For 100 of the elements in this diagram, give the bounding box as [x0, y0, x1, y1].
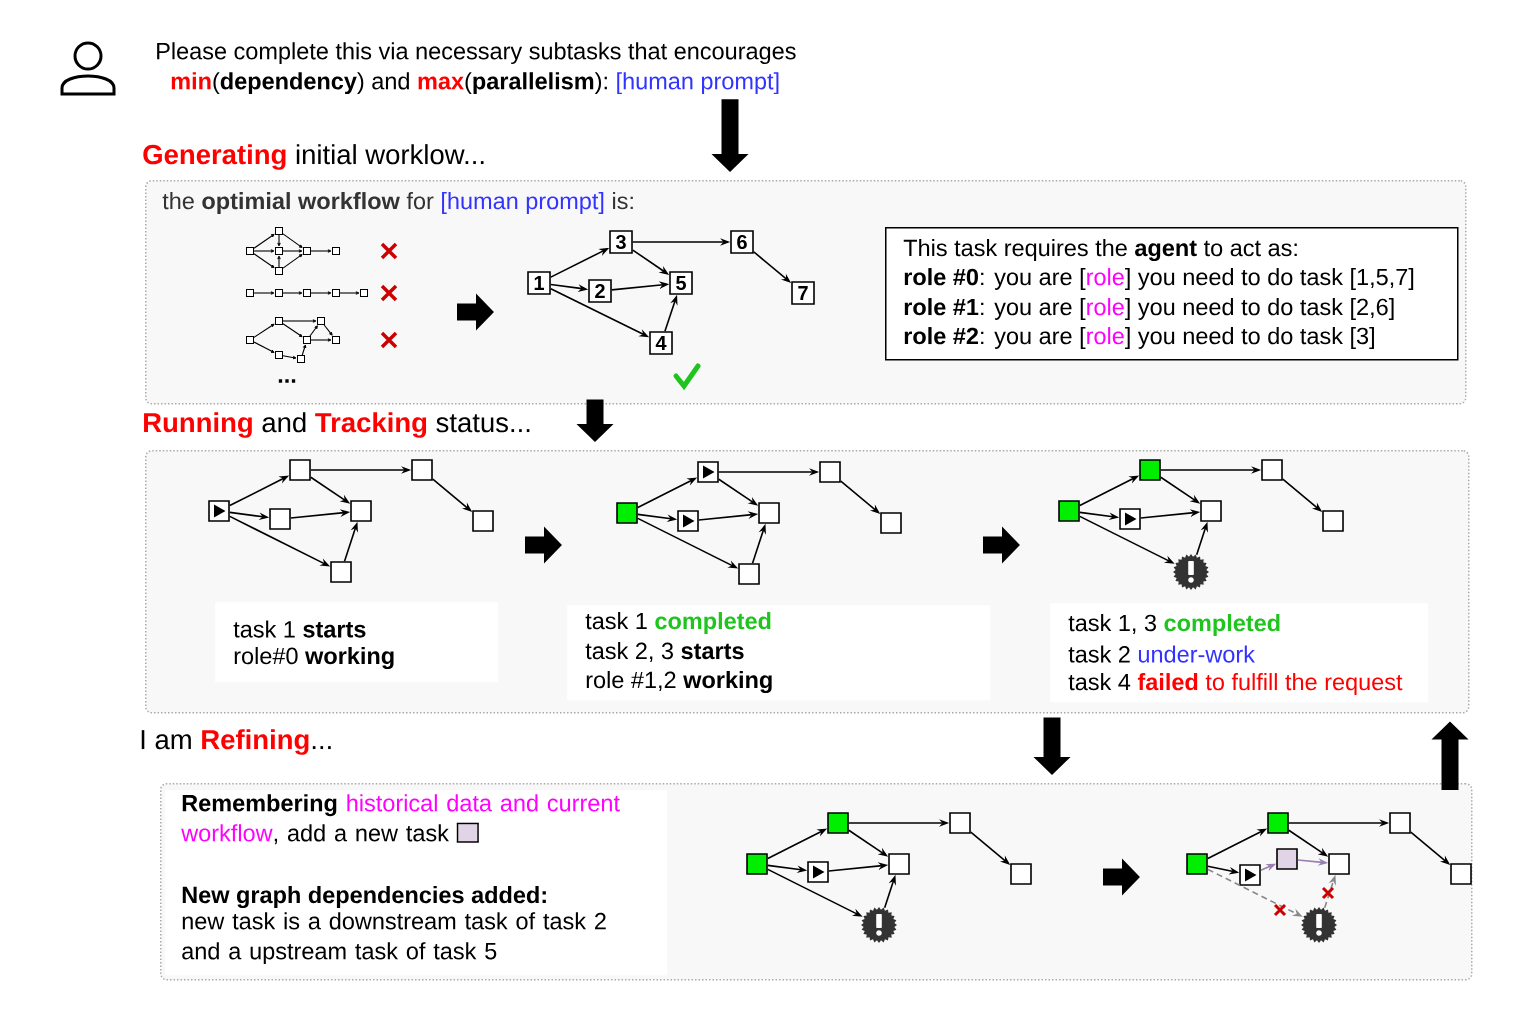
arrow — [253, 291, 275, 295]
task-box — [332, 336, 340, 344]
arrow — [310, 249, 332, 253]
numbered-task-box: 2 — [588, 279, 612, 303]
task-box — [275, 267, 283, 275]
task-box — [332, 289, 340, 297]
text: role #1,2 working — [586, 671, 772, 693]
arrow — [253, 323, 275, 338]
text: task 4 failed to fulfill the request — [1068, 673, 1403, 695]
task-box — [827, 812, 849, 834]
task-box — [208, 500, 230, 522]
text: ... — [278, 379, 296, 383]
numbered-task-box: 4 — [649, 331, 673, 355]
task-box — [738, 563, 760, 585]
numbered-task-box: 7 — [791, 281, 815, 305]
task-box — [303, 247, 311, 255]
task-box — [246, 336, 254, 344]
role-box — [885, 227, 1459, 361]
task-box — [758, 502, 780, 524]
task-box — [330, 561, 352, 583]
numbered-task-box: 6 — [730, 230, 754, 254]
arrow — [282, 323, 303, 338]
task-box — [275, 317, 283, 325]
arrow — [282, 254, 303, 269]
failure-badge — [1301, 907, 1337, 943]
arrow — [282, 319, 317, 323]
numbered-task-box: 3 — [609, 230, 633, 254]
heading: I am Refining... — [137, 727, 336, 757]
task-box — [1186, 853, 1208, 875]
task-box — [275, 247, 283, 255]
task-box — [1261, 459, 1283, 481]
task-box — [275, 351, 283, 359]
prompt-text: Please complete this via necessary subtasks that encourages min(dependency) and max(parallelism): [human prompt] — [157, 42, 796, 95]
text: New graph dependencies added: — [182, 886, 546, 908]
task-box — [411, 459, 433, 481]
text: role#0 working — [234, 647, 394, 669]
status-card — [165, 790, 668, 976]
node-label: , add a new task — [274, 824, 449, 845]
text: task 1 starts — [233, 620, 366, 638]
text: This task requires the agent to act as: — [903, 239, 1297, 261]
arrow — [339, 291, 360, 295]
task-box — [1389, 812, 1411, 834]
text: task 2 under-work — [1068, 645, 1255, 663]
task-box — [269, 508, 291, 530]
task-box — [246, 289, 254, 297]
arrow — [310, 291, 332, 295]
arrow — [253, 249, 275, 253]
task-box — [1276, 848, 1298, 870]
arrow — [309, 325, 318, 337]
node-label: Remembering — [182, 794, 337, 817]
failure-badge — [861, 907, 897, 943]
node-label: Running — [144, 412, 252, 438]
arrow — [253, 233, 275, 249]
arrow — [282, 355, 297, 360]
failure-badge — [1173, 554, 1209, 590]
task-box — [880, 512, 902, 534]
arrow — [282, 249, 303, 253]
heading: Generating initial worklow... — [143, 144, 484, 170]
task-box — [303, 289, 311, 297]
text: task 2, 3 starts — [585, 642, 744, 662]
text: the optimial workflow for [human prompt] is: — [162, 192, 633, 214]
task-box — [289, 459, 311, 481]
task-box — [1058, 500, 1080, 522]
node-label: Tracking — [315, 412, 427, 438]
arrow — [277, 255, 281, 268]
task-box — [819, 461, 841, 483]
arrow — [253, 341, 275, 353]
task-box — [303, 336, 311, 344]
text: Remembering historical data and current workflow, add a new task — [181, 794, 620, 845]
task-box — [616, 502, 638, 524]
task-box — [888, 853, 910, 875]
task-box — [697, 461, 719, 483]
task-box — [1200, 500, 1222, 522]
task-box — [1239, 864, 1261, 886]
text: task 1, 3 completed — [1068, 614, 1280, 636]
task-box — [1119, 508, 1141, 530]
text: new task is a downstream task of task 2 and a upstream task of task 5 — [182, 912, 606, 965]
task-box — [1139, 459, 1161, 481]
text: task 1 completed — [585, 612, 771, 634]
numbered-task-box: 5 — [669, 271, 693, 295]
task-box — [677, 510, 699, 532]
task-box — [1450, 863, 1472, 885]
task-box — [472, 510, 494, 532]
task-box — [332, 247, 340, 255]
arrow — [277, 234, 281, 247]
task-box — [1010, 863, 1032, 885]
task-box — [1322, 510, 1344, 532]
task-box — [1267, 812, 1289, 834]
task-box — [746, 853, 768, 875]
arrow — [301, 344, 307, 356]
task-box — [297, 355, 305, 363]
task-box — [360, 289, 368, 297]
node-label: workflow — [181, 824, 273, 842]
arrow — [310, 338, 332, 342]
task-box — [949, 812, 971, 834]
node-label: status... — [436, 414, 530, 433]
text: role #0: you are [role] you need to do task [1,5,7] — [904, 268, 1414, 290]
heading: Running and Tracking status... — [144, 412, 530, 438]
task-box — [807, 861, 829, 883]
node-label: and — [262, 412, 306, 433]
